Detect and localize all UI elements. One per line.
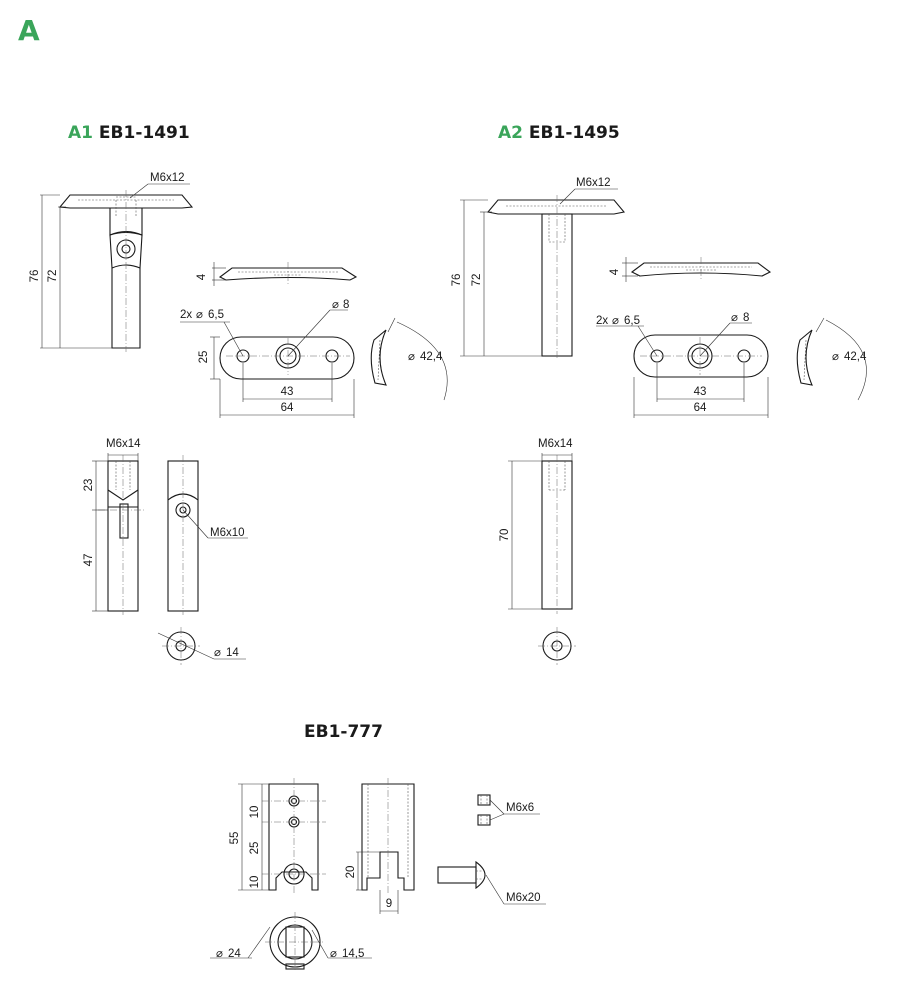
a1-front-view [58, 190, 194, 352]
button-head-screw [437, 860, 486, 890]
eb777-bottom-view [265, 912, 325, 972]
a2-dim-4: 4 [609, 268, 621, 275]
a2-tube-end [538, 627, 576, 665]
a2-dia-8-symbol: ⌀ [731, 312, 738, 324]
a1-tube-end [162, 627, 200, 665]
title-eb777: EB1-777 [304, 722, 383, 742]
eb777-dim-10-top: 10 [249, 806, 261, 819]
title-a2-code: A2 [498, 123, 523, 143]
a2-dim-43: 43 [694, 386, 707, 398]
a1-dim-43: 43 [281, 386, 294, 398]
a2-radius: 42,4 [844, 351, 867, 363]
eb777-side-view [361, 778, 415, 894]
a2-m6x14-label: M6x14 [538, 438, 573, 450]
a2-m6x12-label: M6x12 [576, 177, 611, 189]
a1-height-dims [40, 194, 112, 349]
title-a2-name: EB1-1495 [528, 123, 620, 143]
title-eb777-name: EB1-777 [304, 722, 383, 742]
title-a1-name: EB1-1491 [98, 123, 190, 143]
m6x6-label: M6x6 [506, 802, 534, 814]
a1-side-view [218, 262, 358, 284]
section-letter: A [18, 14, 40, 47]
a1-dim-76: 76 [29, 270, 41, 283]
a1-m6x12-leader [129, 183, 149, 199]
eb777-dia-24-symbol: ⌀ [216, 948, 223, 960]
a1-dia-6-5: 6,5 [208, 309, 224, 321]
a1-tube-side [167, 455, 199, 615]
eb777-dia-14-5: 14,5 [342, 948, 364, 960]
a2-dim-76: 76 [451, 274, 463, 287]
a1-m6x14-label: M6x14 [106, 438, 141, 450]
eb777-dim-55: 55 [229, 832, 241, 845]
a2-side-view [630, 257, 772, 280]
title-a1-code: A1 [68, 123, 93, 143]
a1-dim-72: 72 [47, 270, 59, 283]
eb777-dim-20: 20 [345, 866, 357, 879]
a1-m6x12-label: M6x12 [150, 172, 185, 184]
title-a1: A1 EB1-1491 [68, 123, 190, 143]
a2-dim-64: 64 [694, 402, 707, 414]
a2-dia-6-5: 6,5 [624, 315, 640, 327]
a1-radius-view [370, 317, 448, 401]
a1-dia-8: 8 [343, 299, 349, 311]
eb777-dim-10-bottom: 10 [249, 876, 261, 889]
a2-dim-70: 70 [499, 529, 511, 542]
eb777-dia-14-5-symbol: ⌀ [330, 948, 337, 960]
a2-front-view [486, 195, 626, 360]
a2-dim-72: 72 [471, 274, 483, 287]
a2-plate-top-view [633, 334, 769, 378]
m6x20-label: M6x20 [506, 892, 541, 904]
a1-dim-47: 47 [83, 554, 95, 567]
eb777-front-view [262, 778, 326, 894]
a2-radius-view [796, 317, 867, 401]
a2-holes-count: 2x [596, 315, 608, 327]
eb777-dia-24: 24 [228, 948, 241, 960]
a2-radius-symbol: ⌀ [832, 351, 839, 363]
a2-dia-8: 8 [743, 312, 749, 324]
a1-dim-4: 4 [196, 273, 208, 280]
set-screws [477, 794, 491, 826]
a1-radius-symbol: ⌀ [408, 351, 415, 363]
eb777-dim-9: 9 [386, 898, 392, 910]
a1-dim-23: 23 [83, 479, 95, 492]
a2-dia-6-5-symbol: ⌀ [612, 315, 619, 327]
a1-dim-64: 64 [281, 402, 294, 414]
a1-dia-14: 14 [226, 647, 239, 659]
a1-dim-25: 25 [198, 351, 210, 364]
a1-dia-6-5-symbol: ⌀ [196, 309, 203, 321]
a1-tube-front [98, 455, 146, 615]
eb777-dim-25: 25 [249, 842, 261, 855]
a1-radius: 42,4 [420, 351, 443, 363]
a1-dia-8-symbol: ⌀ [332, 299, 339, 311]
a1-dia-14-symbol: ⌀ [214, 647, 221, 659]
title-a2: A2 EB1-1495 [498, 123, 620, 143]
a1-m6x10-label: M6x10 [210, 527, 245, 539]
a2-tube-front [541, 455, 573, 614]
a1-plate-top-view [219, 336, 355, 380]
a1-holes-count: 2x [180, 309, 192, 321]
